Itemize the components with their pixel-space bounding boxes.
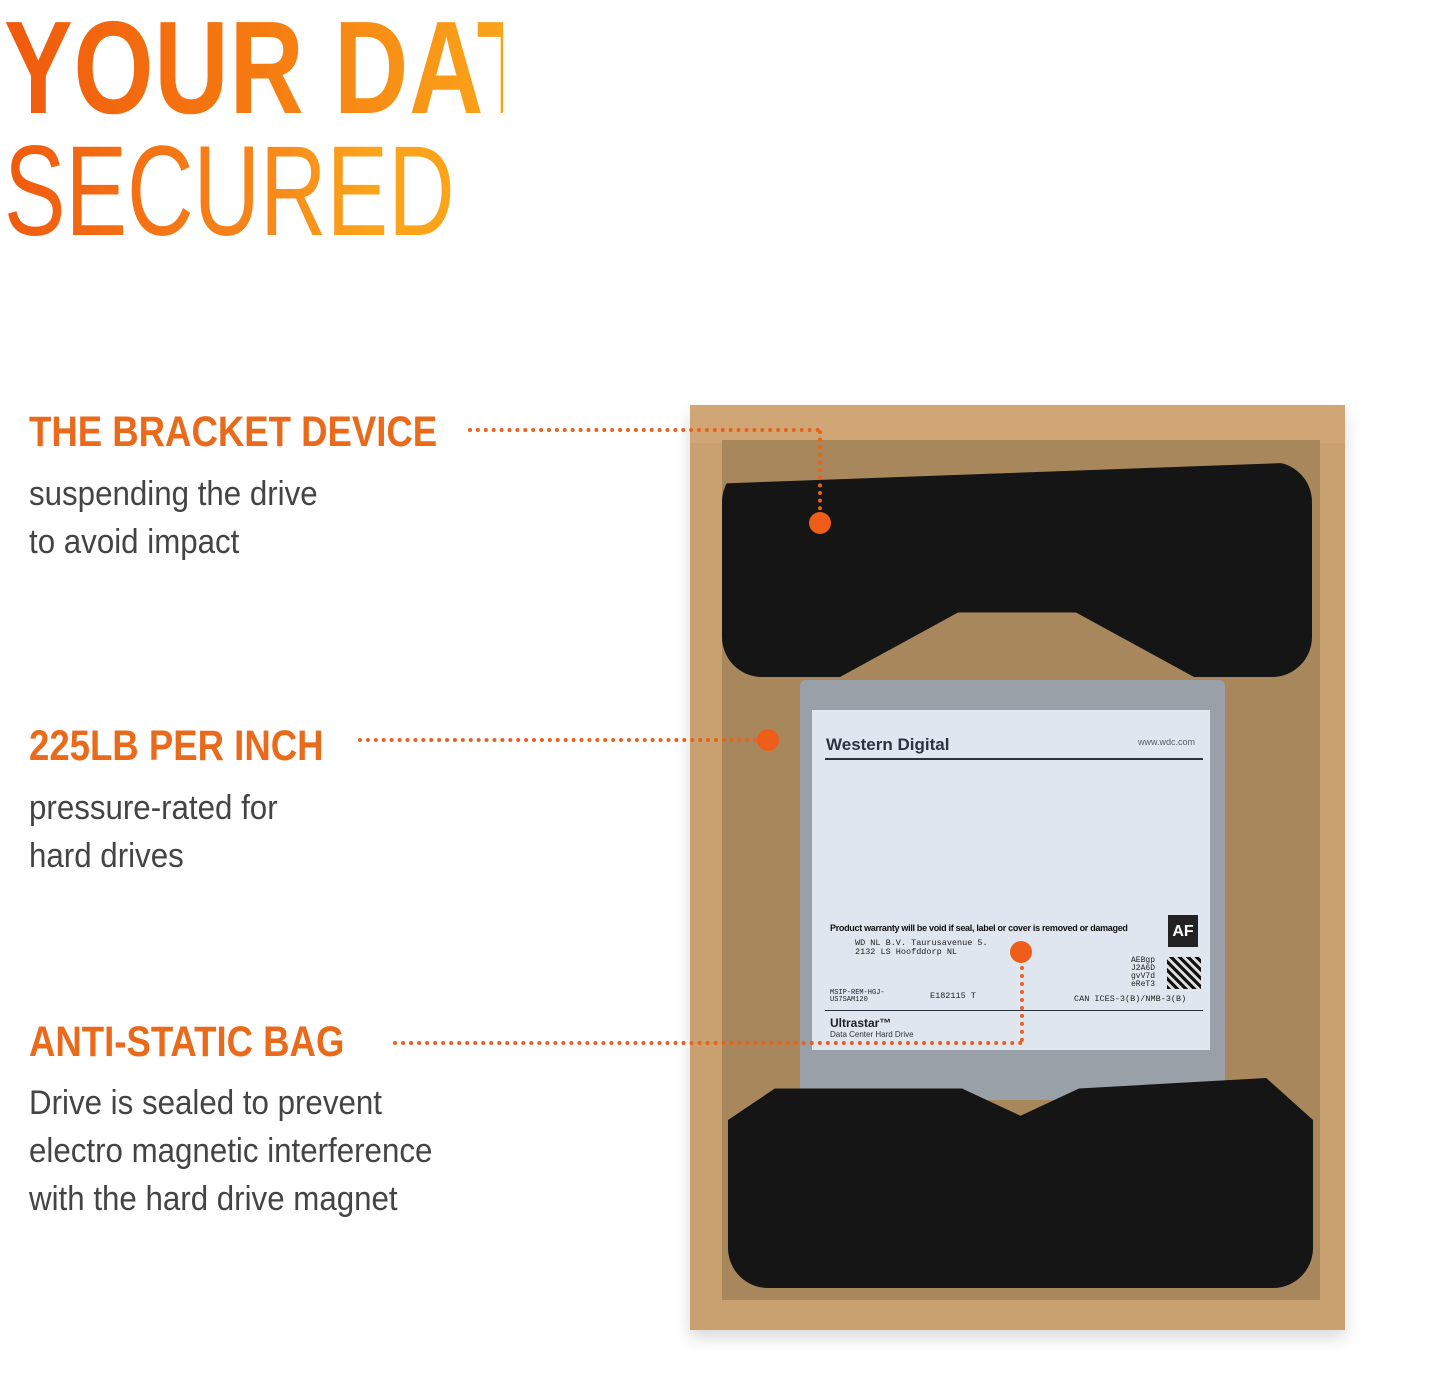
feature-text-pressure-1: pressure-rated for <box>29 789 278 827</box>
feature-text-bag-2: electro magnetic interference <box>29 1132 433 1170</box>
callout-line-bracket <box>468 428 820 432</box>
callout-dot-pressure <box>757 729 779 751</box>
qr-code <box>1167 957 1201 989</box>
feature-text-bracket-1: suspending the drive <box>29 475 318 513</box>
drive-url: www.wdc.com <box>1138 737 1196 747</box>
callout-line-bracket-vertical <box>818 430 822 518</box>
callout-line-pressure <box>358 738 758 742</box>
callout-line-bag-vertical <box>1020 958 1024 1042</box>
drive-brand: Western Digital <box>826 735 950 754</box>
af-logo: AF <box>1168 915 1198 947</box>
feature-heading-bracket: THE BRACKET DEVICE <box>29 408 438 456</box>
feature-text-pressure-2: hard drives <box>29 837 184 875</box>
callout-line-bag <box>393 1041 1023 1045</box>
title-line-1: YOUR DATA <box>4 0 607 143</box>
drive-ul: E182115 T <box>930 991 976 1001</box>
drive-msip: MSIP-REM-HGJ- US7SAM120 <box>830 989 885 1004</box>
feature-text-bracket-2: to avoid impact <box>29 523 240 561</box>
label-divider-2 <box>825 1010 1203 1011</box>
drive-can: CAN ICES-3(B)/NMB-3(B) <box>1074 994 1187 1004</box>
drive-code: AEBgp J2A6D gvV7d eReT3 <box>1131 956 1156 989</box>
feature-heading-bag: ANTI-STATIC BAG <box>29 1018 345 1066</box>
feature-text-bag-3: with the hard drive magnet <box>29 1180 398 1218</box>
drive-product: Ultrastar™ <box>830 1016 892 1030</box>
feature-text-bag-1: Drive is sealed to prevent <box>29 1084 382 1122</box>
title-line-2: SECURED <box>4 118 465 265</box>
callout-dot-bag <box>1010 941 1032 963</box>
label-divider <box>825 758 1203 760</box>
drive-address: WD NL B.V. Taurusavenue 5. 2132 LS Hoofd… <box>855 938 988 957</box>
callout-dot-bracket <box>809 512 831 534</box>
drive-product-sub: Data Center Hard Drive <box>830 1030 914 1039</box>
feature-heading-pressure: 225LB PER INCH <box>29 722 324 770</box>
drive-label <box>812 710 1210 1050</box>
drive-warning: Product warranty will be void if seal, l… <box>830 923 1128 933</box>
box-flap <box>690 405 1345 443</box>
